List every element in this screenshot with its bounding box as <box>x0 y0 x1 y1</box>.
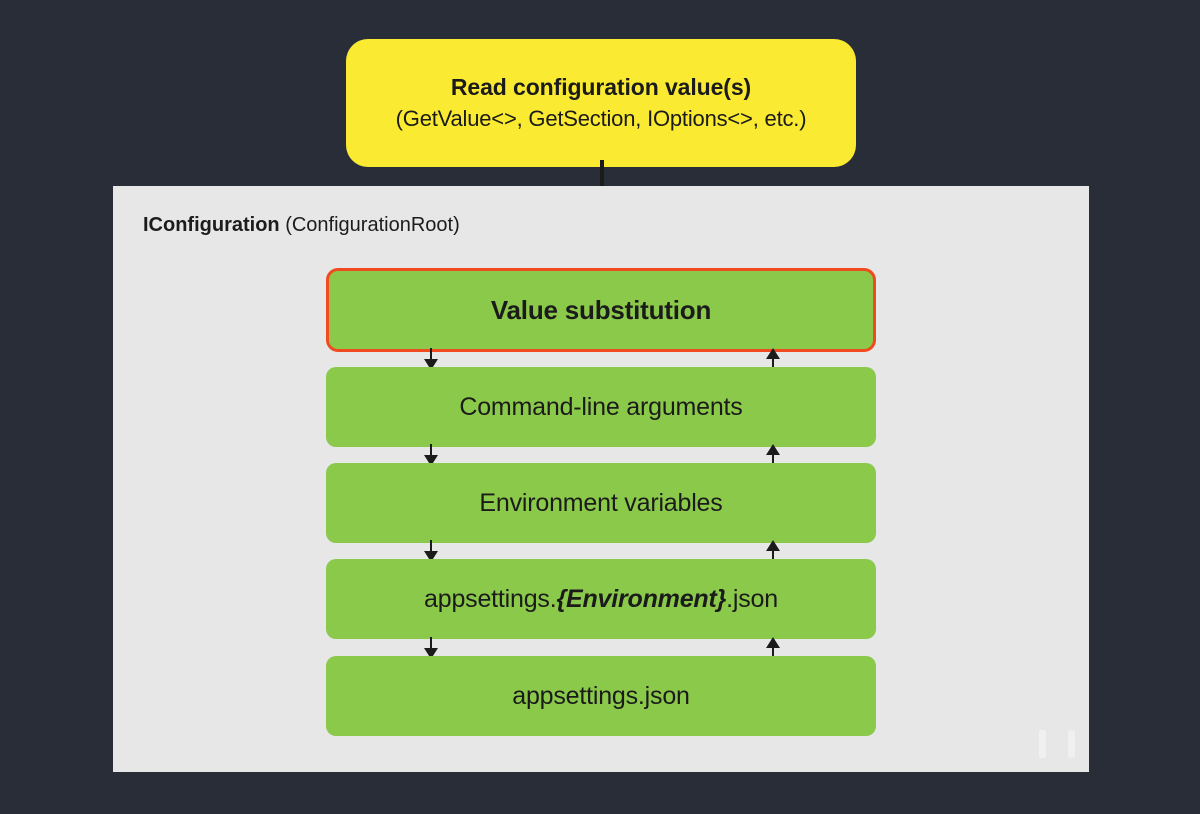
arrow-down-icon <box>424 348 438 370</box>
panel-title-strong: IConfiguration <box>143 214 280 236</box>
read-configuration-subtitle: (GetValue<>, GetSection, IOptions<>, etc… <box>395 105 807 131</box>
panel-title-light: (ConfigurationRoot) <box>285 214 460 236</box>
layer-appsettings-environment-json[interactable]: appsettings.{Environment}.json <box>326 559 876 639</box>
layer-label-prefix: appsettings. <box>424 584 557 613</box>
layer-label: appsettings.{Environment}.json <box>424 585 778 614</box>
arrow-down-icon <box>424 637 438 659</box>
layer-value-substitution[interactable]: Value substitution <box>326 268 876 352</box>
read-configuration-box: Read configuration value(s) (GetValue<>,… <box>346 39 856 167</box>
arrow-down-icon <box>424 444 438 466</box>
layer-label: Value substitution <box>490 294 712 325</box>
layer-label-italic: {Environment} <box>556 584 727 613</box>
read-configuration-title: Read configuration value(s) <box>450 73 752 100</box>
layer-environment-variables[interactable]: Environment variables <box>326 463 876 543</box>
layer-label-suffix: .json <box>726 584 778 613</box>
arrow-down-icon <box>424 540 438 562</box>
layer-label: appsettings.json <box>512 681 690 710</box>
layer-label: Environment variables <box>479 488 723 517</box>
panel-title: IConfiguration (ConfigurationRoot) <box>143 214 460 237</box>
layer-label: Command-line arguments <box>459 392 743 421</box>
layer-command-line-arguments[interactable]: Command-line arguments <box>326 367 876 447</box>
layer-appsettings-json[interactable]: appsettings.json <box>326 656 876 736</box>
